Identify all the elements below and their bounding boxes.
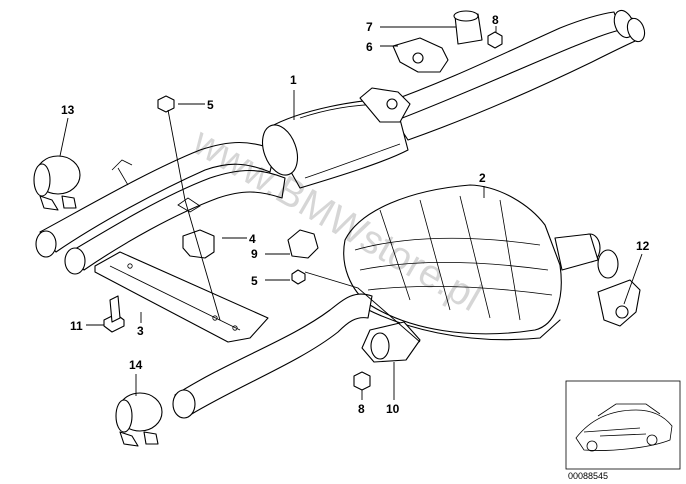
callout-8-top: 8 [492,13,499,27]
thumbnail-code: 00088545 [568,471,608,481]
rubber-mount [182,229,215,259]
callout-12: 12 [636,239,650,253]
car-thumbnail [565,380,681,470]
center-muffler [261,87,411,189]
callout-1: 1 [290,73,297,87]
nut-8-lower [353,371,371,391]
rear-silencer [343,184,619,341]
leader-lines [59,26,643,400]
front-pipe-assembly [35,9,646,275]
link-pipe [172,293,373,419]
callout-5-lower: 5 [251,274,258,288]
callout-3: 3 [137,324,144,338]
callout-9: 9 [251,247,258,261]
clamp-14 [115,392,163,447]
nut-top [157,95,175,113]
callout-14: 14 [129,358,143,372]
bolt [103,295,125,333]
callout-2: 2 [479,171,486,185]
callout-4: 4 [249,232,256,246]
callout-6: 6 [366,40,373,54]
nut-lower [291,269,306,285]
callout-11: 11 [70,319,83,333]
bracket-9 [287,229,319,259]
callout-7: 7 [366,20,373,34]
callout-13: 13 [61,103,75,117]
sleeve-10 [361,321,421,363]
nut-8-top [487,31,503,49]
clamp-13 [33,155,81,211]
callout-10: 10 [386,402,400,416]
callout-5-top: 5 [207,98,214,112]
rear-bracket [597,279,641,327]
callout-8-lower: 8 [358,402,365,416]
heat-shield-plate [94,251,269,343]
